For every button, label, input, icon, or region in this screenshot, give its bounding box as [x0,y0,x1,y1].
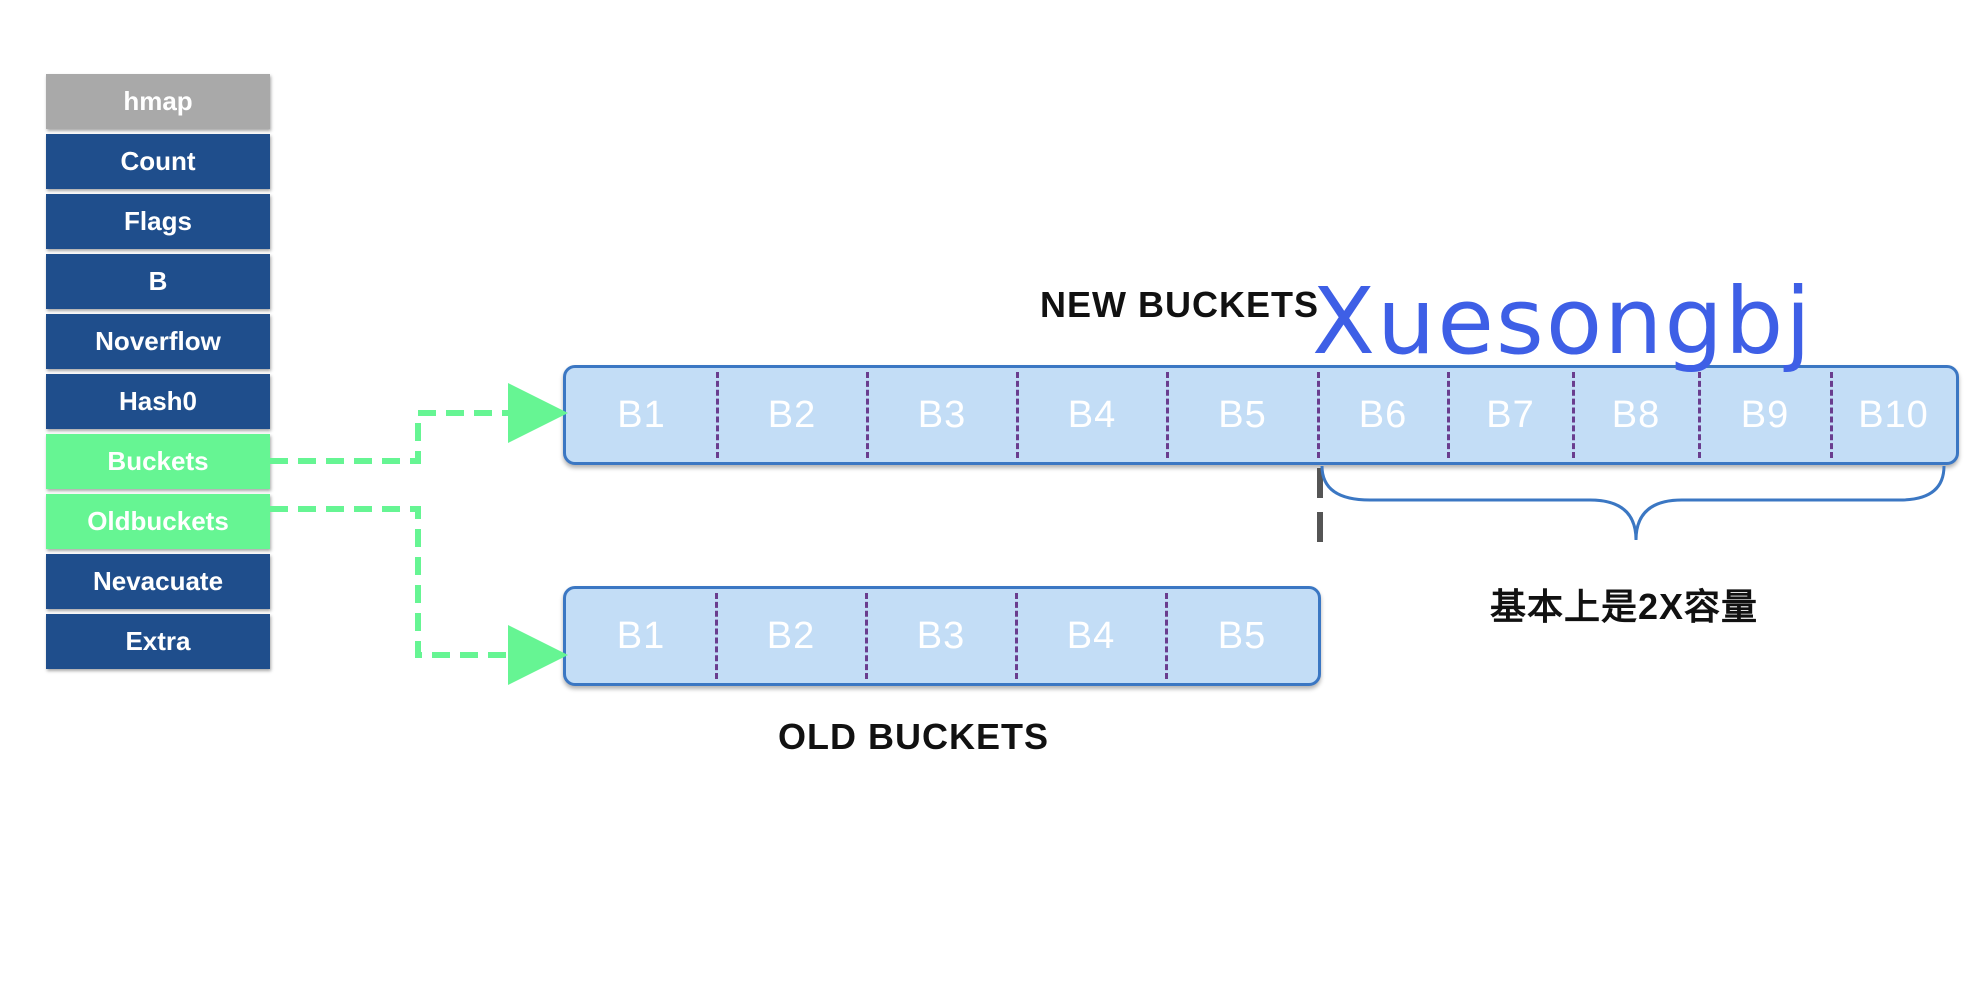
new-buckets-slot-b9: B9 [1740,393,1790,436]
old-buckets-slot-divider [865,593,868,679]
hmap-field-buckets: Buckets [46,434,270,489]
new-buckets-slot-divider [1447,372,1450,458]
old-buckets-slot-b3: B3 [916,614,966,657]
hmap-field-noverflow: Noverflow [46,314,270,369]
old-buckets-slot-b2: B2 [766,614,816,657]
old-buckets-slot-divider [1015,593,1018,679]
old-buckets-slot-b4: B4 [1066,614,1116,657]
hmap-header: hmap [46,74,270,129]
new-buckets-slot-b4: B4 [1067,393,1117,436]
old-buckets-slot-divider [1165,593,1168,679]
new-buckets-slot-divider [1572,372,1575,458]
hmap-field-count: Count [46,134,270,189]
new-buckets-slot-divider [716,372,719,458]
new-buckets-slot-divider [1317,372,1320,458]
new-buckets-slot-divider [1016,372,1019,458]
hmap-field-extra: Extra [46,614,270,669]
hmap-field-b: B [46,254,270,309]
new-buckets-slot-b8: B8 [1611,393,1661,436]
new-buckets-slot-divider [1830,372,1833,458]
new-buckets-title: NEW BUCKETS [1040,284,1319,325]
hmap-field-hash0: Hash0 [46,374,270,429]
hmap-field-flags: Flags [46,194,270,249]
capacity-brace [1320,465,1946,541]
new-buckets-slot-b5: B5 [1218,393,1267,436]
old-buckets-title: OLD BUCKETS [778,716,1049,757]
hmap-field-nevacuate: Nevacuate [46,554,270,609]
oldbuckets-pointer-arrow [270,506,568,685]
capacity-note: 基本上是2X容量 [1490,586,1759,627]
new-buckets-slot-b7: B7 [1486,393,1535,436]
new-buckets-array: B1 B2 B3 B4 B5 B6 B7 B8 B9 B10 [563,365,1959,465]
new-buckets-slot-divider [1698,372,1701,458]
new-buckets-slot-b2: B2 [767,393,817,436]
watermark-text: Xuesongbj [1312,268,1813,375]
new-buckets-slot-divider [866,372,869,458]
new-buckets-slot-b6: B6 [1358,393,1408,436]
old-buckets-slot-divider [715,593,718,679]
old-buckets-slot-b5: B5 [1217,614,1267,657]
new-buckets-slot-b1: B1 [617,393,666,436]
new-buckets-slot-divider [1166,372,1169,458]
buckets-pointer-arrow [270,383,568,464]
new-buckets-slot-b3: B3 [917,393,967,436]
old-buckets-slot-b1: B1 [616,614,666,657]
new-buckets-slot-b10: B10 [1858,393,1929,436]
hmap-field-oldbuckets: Oldbuckets [46,494,270,549]
